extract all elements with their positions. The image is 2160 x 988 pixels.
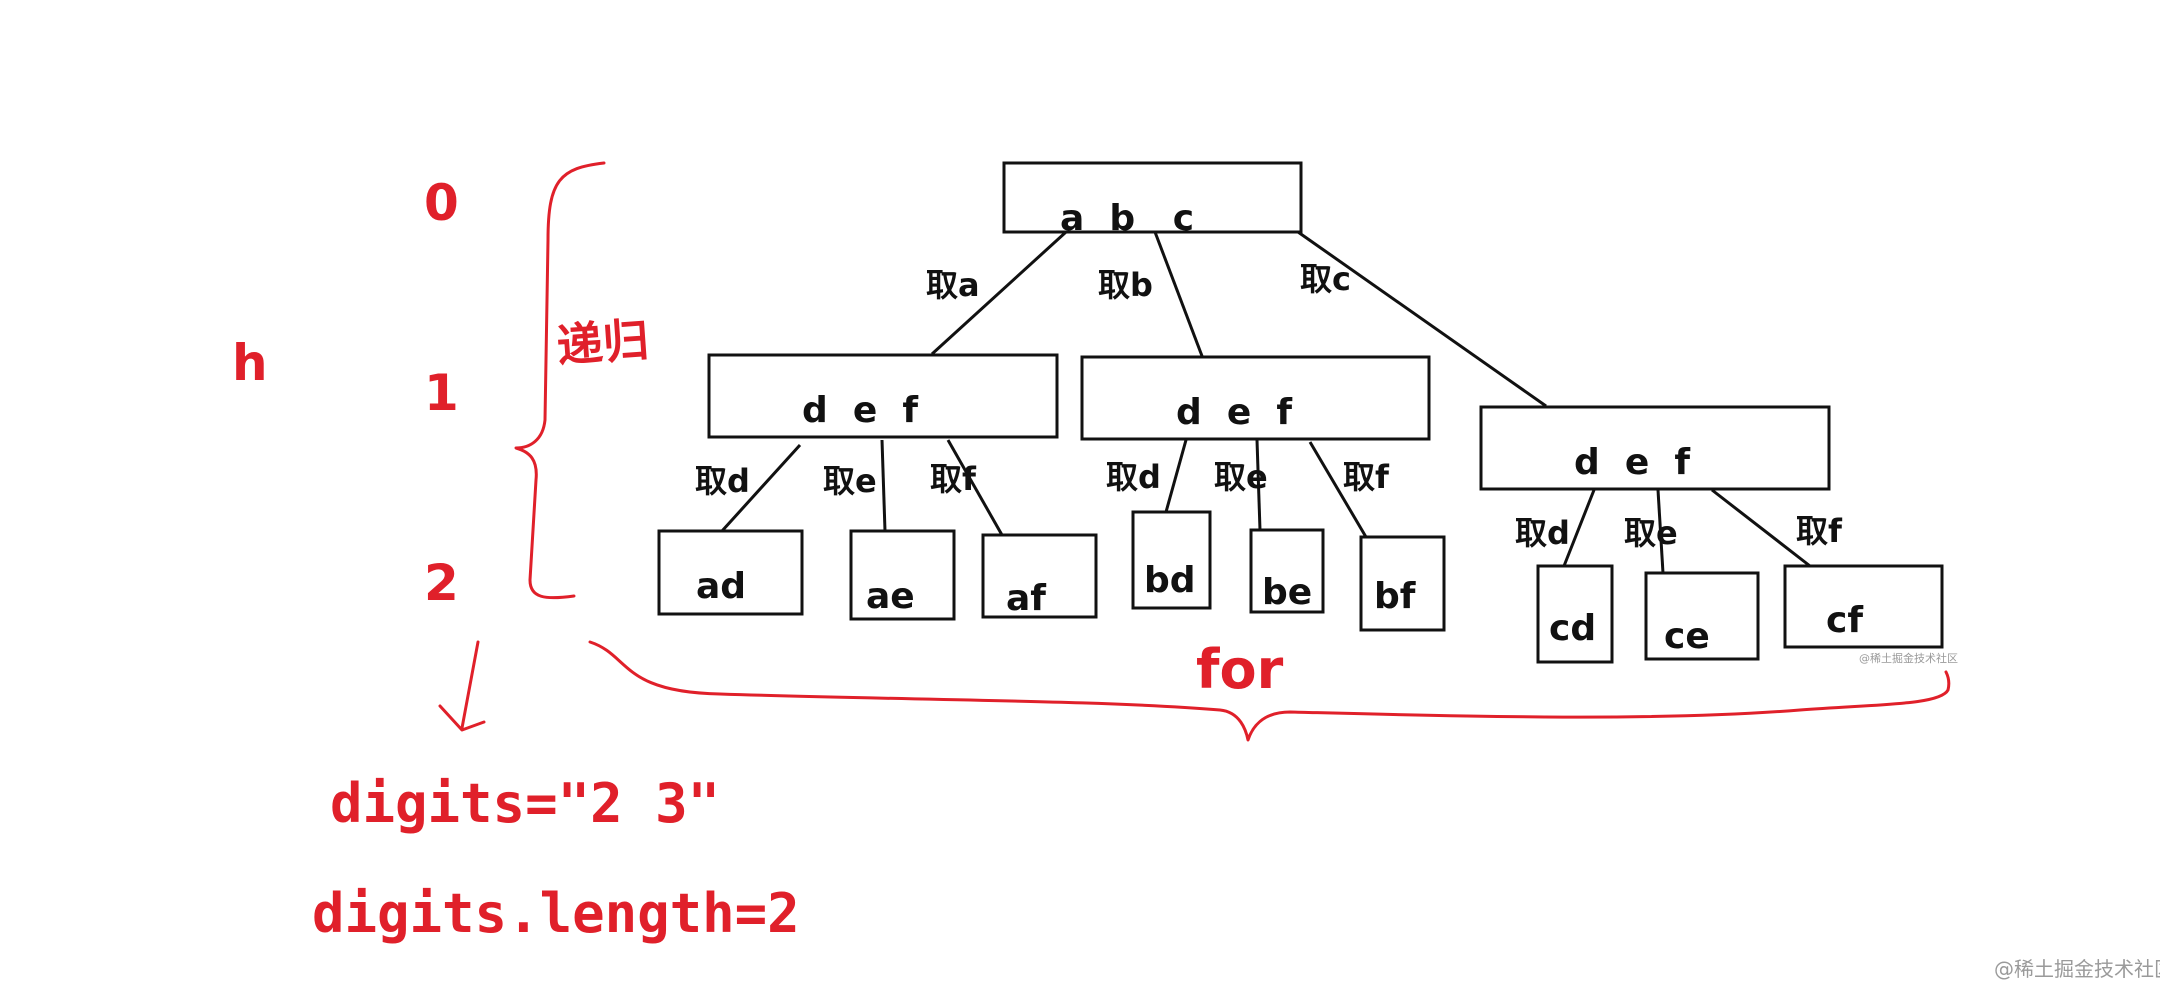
edge-label-take-b: 取b bbox=[1098, 266, 1153, 304]
edge-a-d bbox=[720, 443, 802, 533]
level-label-1: 1 bbox=[424, 364, 459, 422]
leaf-node-cd: cd bbox=[1536, 564, 1614, 664]
leaf-node-be: be bbox=[1249, 528, 1325, 614]
leaf-node-bd: bd bbox=[1131, 510, 1212, 610]
leaf-node-ae: ae bbox=[849, 529, 956, 621]
for-brace bbox=[588, 640, 1951, 742]
edge-c-d bbox=[1562, 489, 1596, 567]
edge-label-take-e-2: 取e bbox=[1214, 458, 1268, 496]
height-label: h bbox=[232, 334, 268, 392]
leaf-node-af-label: af bbox=[1006, 578, 1046, 619]
leaf-node-ae-label: ae bbox=[866, 576, 915, 617]
leaf-node-bf: bf bbox=[1359, 535, 1446, 632]
edge-root-a bbox=[930, 230, 1068, 356]
level-label-2: 2 bbox=[424, 554, 459, 612]
edge-label-take-c: 取c bbox=[1300, 260, 1351, 298]
root-node: a b c bbox=[1002, 161, 1303, 239]
length-line: digits.length=2 bbox=[312, 882, 800, 945]
edge-label-take-e-3: 取e bbox=[1624, 514, 1678, 552]
edge-label-take-f-3: 取f bbox=[1796, 512, 1843, 550]
leaf-node-af: af bbox=[981, 533, 1098, 619]
recursion-brace bbox=[514, 161, 606, 600]
leaf-node-ce-label: ce bbox=[1664, 616, 1710, 657]
edge-b-d bbox=[1164, 439, 1188, 513]
recursion-label: 递归 bbox=[555, 313, 651, 373]
leaf-node-bd-label: bd bbox=[1144, 560, 1196, 601]
edge-root-c bbox=[1297, 230, 1547, 408]
edge-label-take-d-3: 取d bbox=[1515, 514, 1570, 552]
level1-node-a-label: d e f bbox=[802, 390, 918, 431]
leaf-node-ce: ce bbox=[1644, 571, 1760, 661]
leaf-node-be-label: be bbox=[1262, 572, 1312, 613]
leaf-node-cf-label: cf bbox=[1826, 600, 1863, 641]
level-label-0: 0 bbox=[424, 174, 459, 232]
level1-node-c-label: d e f bbox=[1574, 442, 1690, 483]
watermark-small: @稀土掘金技术社区 bbox=[1859, 651, 1958, 665]
edge-root-b bbox=[1153, 231, 1204, 357]
edge-label-take-d-2: 取d bbox=[1106, 458, 1161, 496]
edge-label-take-d-1: 取d bbox=[695, 462, 750, 500]
level1-node-b-label: d e f bbox=[1176, 392, 1292, 433]
edge-a-e bbox=[880, 439, 887, 532]
level1-node-a: d e f bbox=[707, 353, 1059, 439]
edge-c-f bbox=[1711, 488, 1811, 568]
edge-label-take-f-2: 取f bbox=[1343, 458, 1390, 496]
for-label: for bbox=[1196, 638, 1284, 701]
digits-line: digits="2 3" bbox=[330, 772, 720, 835]
edge-c-e bbox=[1656, 489, 1665, 574]
level1-node-c: d e f bbox=[1479, 405, 1831, 491]
edge-b-f bbox=[1308, 441, 1368, 538]
edge-label-take-e-1: 取e bbox=[823, 462, 877, 500]
leaf-node-bf-label: bf bbox=[1374, 576, 1416, 617]
leaf-node-cd-label: cd bbox=[1549, 608, 1596, 649]
edge-label-take-f-1: 取f bbox=[930, 460, 977, 498]
watermark-large: @稀土掘金技术社区 bbox=[1994, 957, 2160, 981]
leaf-node-ad: ad bbox=[657, 529, 804, 616]
edge-b-e bbox=[1255, 439, 1262, 531]
root-node-label: a b c bbox=[1060, 198, 1194, 239]
leaf-node-ad-label: ad bbox=[696, 566, 746, 607]
level1-node-b: d e f bbox=[1080, 355, 1431, 441]
leaf-node-cf: cf bbox=[1783, 564, 1944, 649]
edge-label-take-a: 取a bbox=[926, 266, 980, 304]
edge-a-f bbox=[946, 439, 1004, 536]
down-arrow-icon bbox=[438, 640, 486, 732]
